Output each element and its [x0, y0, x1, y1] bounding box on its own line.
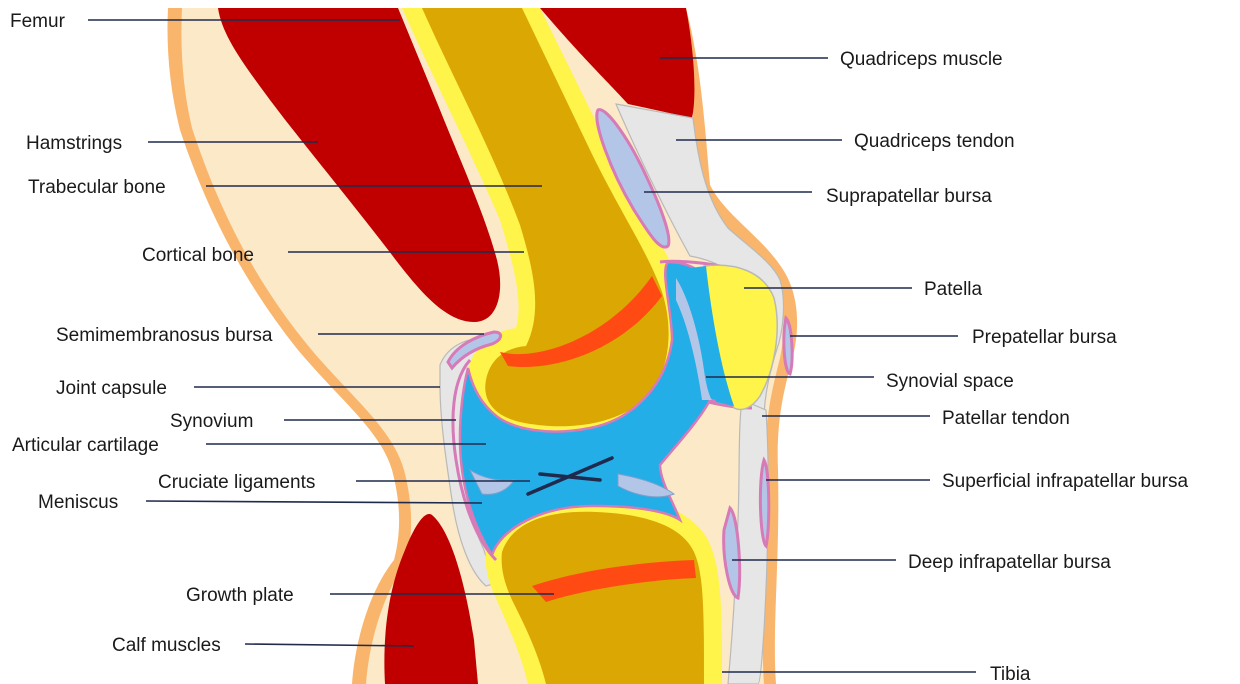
label-joint-capsule: Joint capsule — [56, 378, 167, 399]
label-patellar-tendon: Patellar tendon — [942, 408, 1070, 429]
label-hamstrings: Hamstrings — [26, 133, 122, 154]
label-trabecular-bone: Trabecular bone — [28, 177, 166, 198]
label-cortical-bone: Cortical bone — [142, 245, 254, 266]
label-deep-infrapatellar-bursa: Deep infrapatellar bursa — [908, 552, 1111, 573]
label-suprapatellar-bursa: Suprapatellar bursa — [826, 186, 992, 207]
label-calf-muscles: Calf muscles — [112, 635, 221, 656]
label-growth-plate: Growth plate — [186, 585, 294, 606]
label-synovial-space: Synovial space — [886, 371, 1014, 392]
label-quadriceps-muscle: Quadriceps muscle — [840, 49, 1003, 70]
label-tibia: Tibia — [990, 664, 1031, 684]
label-femur: Femur — [10, 11, 66, 32]
knee-anatomy — [168, 8, 798, 684]
label-superficial-infrapatellar-bursa: Superficial infrapatellar bursa — [942, 471, 1189, 492]
label-semimembranosus-bursa: Semimembranosus bursa — [56, 325, 273, 346]
prepatellar-bursa — [784, 318, 792, 374]
label-patella: Patella — [924, 279, 983, 300]
label-synovium: Synovium — [170, 411, 253, 432]
label-quadriceps-tendon: Quadriceps tendon — [854, 131, 1015, 152]
label-cruciate-ligaments: Cruciate ligaments — [158, 472, 315, 493]
label-meniscus: Meniscus — [38, 492, 118, 513]
label-articular-cartilage: Articular cartilage — [12, 435, 159, 456]
label-prepatellar-bursa: Prepatellar bursa — [972, 327, 1117, 348]
superficial-infrapatellar-bursa — [760, 460, 768, 546]
